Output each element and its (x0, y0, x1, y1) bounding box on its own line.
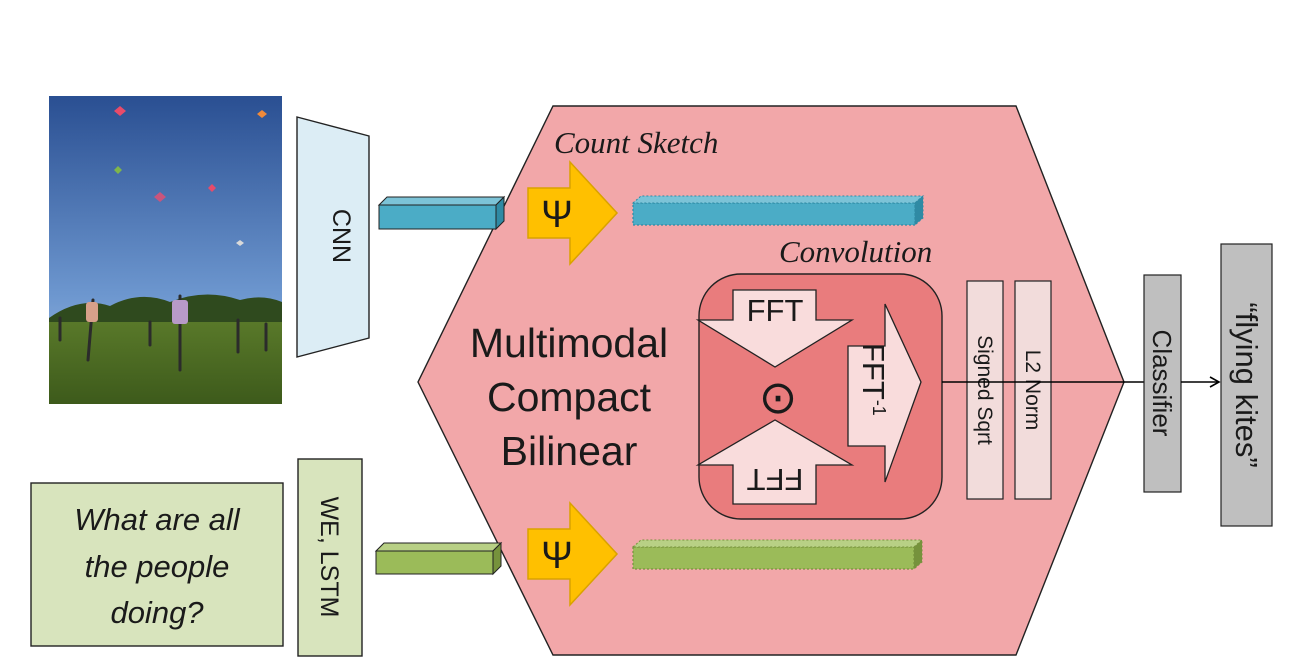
answer-label: “flying kites” (1229, 302, 1264, 467)
fft-label-top: FFT (747, 293, 804, 328)
inverse-fft-label: FFT-1 (856, 343, 891, 416)
fft-arrow-bottom: FFT (695, 419, 855, 505)
classifier-label: Classifier (1147, 330, 1177, 437)
l2-norm-label: L2 Norm (1021, 350, 1044, 431)
classifier-block (1143, 274, 1182, 493)
input-photo (49, 96, 282, 404)
question-line-2: the people (85, 549, 230, 584)
psi-symbol-question: Ψ (541, 535, 573, 577)
elementwise-product-symbol: ⊙ (759, 371, 798, 423)
question-line-3: doing? (110, 595, 204, 630)
count-sketch-psi-arrow-image: Ψ (527, 160, 619, 266)
convolution-label: Convolution (779, 234, 932, 269)
cnn-block (296, 116, 370, 358)
signed-sqrt-label: Signed Sqrt (973, 335, 996, 445)
image-feature-vector (377, 195, 506, 231)
image-count-sketch-vector (631, 194, 925, 227)
we-lstm-label: WE, LSTM (315, 497, 343, 618)
mcb-title-line-2: Compact (487, 374, 652, 420)
l2-norm-block (1014, 280, 1052, 500)
signed-sqrt-block (966, 280, 1004, 500)
mcb-title-line-1: Multimodal (470, 320, 668, 366)
fft-arrow-top: FFT (695, 289, 855, 368)
question-line-1: What are all (74, 502, 241, 537)
count-sketch-psi-arrow-question: Ψ (527, 501, 619, 607)
question-feature-vector (374, 541, 503, 576)
psi-symbol-image: Ψ (541, 194, 573, 236)
inverse-fft-arrow: FFT-1 (847, 303, 922, 483)
question-box (30, 482, 284, 647)
fft-label-bottom: FFT (747, 462, 804, 497)
we-lstm-block (297, 458, 363, 657)
mcb-title-line-3: Bilinear (501, 428, 638, 474)
answer-block (1220, 243, 1273, 527)
question-count-sketch-vector (631, 538, 924, 571)
cnn-label: CNN (327, 209, 355, 263)
count-sketch-label: Count Sketch (554, 125, 718, 160)
